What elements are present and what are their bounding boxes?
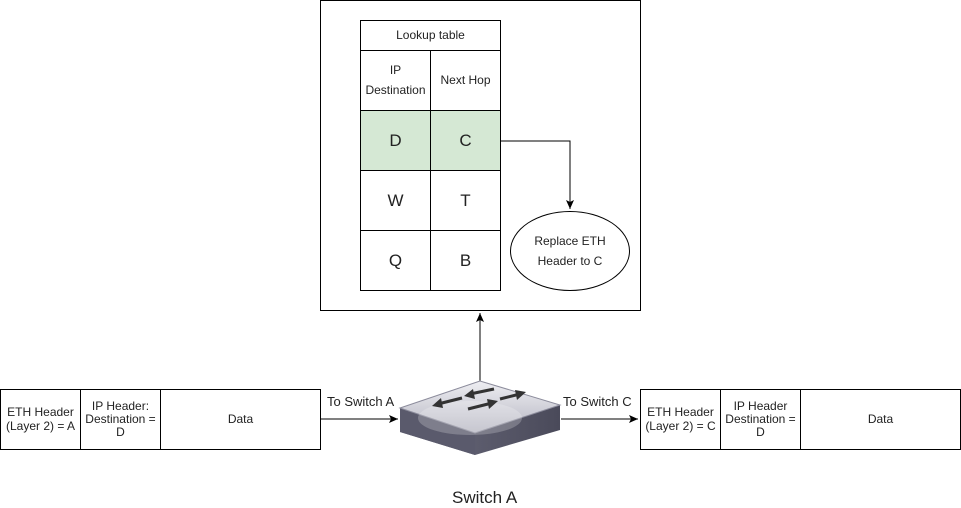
action-line1: Replace ETH [534, 233, 606, 248]
action-line2: Header to C [537, 254, 603, 268]
diagram-caption: Switch A [452, 488, 518, 507]
hop-row1-text: C [459, 130, 472, 150]
lookup-table-title-text: Lookup table [396, 27, 465, 42]
col-header-next-hop-text: Next Hop [440, 72, 491, 87]
col-header-ip-line1: IP [389, 63, 402, 78]
dest-row1-text: D [389, 130, 402, 150]
outgoing-ip-line3: D [756, 425, 765, 440]
incoming-eth-line2: (Layer 2) = A [5, 418, 76, 433]
arrow-table-to-action [501, 140, 574, 209]
incoming-ip-header: IP Header:Destination =D [80, 389, 161, 450]
hop-row2-text: T [460, 190, 471, 210]
outgoing-eth-line2: (Layer 2) = C [645, 418, 716, 433]
hop-row3-text: B [459, 250, 472, 270]
table-cell-hop-row1: C [430, 110, 501, 171]
dest-row3-text: Q [388, 250, 403, 270]
outgoing-ip-line1: IP Header [733, 398, 788, 413]
label-to-switch-c: To Switch C [563, 394, 632, 409]
incoming-ip-line2: Destination = [85, 411, 156, 426]
replace-header-action: Replace ETH Header to C [510, 211, 630, 291]
table-cell-dest-row1: D [360, 110, 431, 171]
outgoing-eth-line1: ETH Header [647, 405, 714, 420]
lookup-container [320, 0, 641, 311]
col-header-ip-line2: Destination [365, 82, 426, 97]
incoming-ip-line1: IP Header: [91, 398, 150, 413]
table-cell-hop-row3: B [430, 230, 501, 291]
outgoing-data: Data [800, 389, 961, 450]
outgoing-ip-line2: Destination = [725, 411, 796, 426]
incoming-eth-header: ETH Header(Layer 2) = A [0, 389, 81, 450]
dest-row2-text: W [387, 190, 404, 210]
label-to-switch-a: To Switch A [327, 394, 395, 409]
outgoing-eth-header: ETH Header(Layer 2) = C [640, 389, 721, 450]
network-switch-icon [398, 380, 562, 455]
incoming-ip-line3: D [116, 425, 125, 440]
incoming-data: Data [160, 389, 321, 450]
outgoing-data-text: Data [867, 411, 894, 426]
incoming-data-text: Data [227, 411, 254, 426]
incoming-eth-line1: ETH Header [7, 405, 74, 420]
